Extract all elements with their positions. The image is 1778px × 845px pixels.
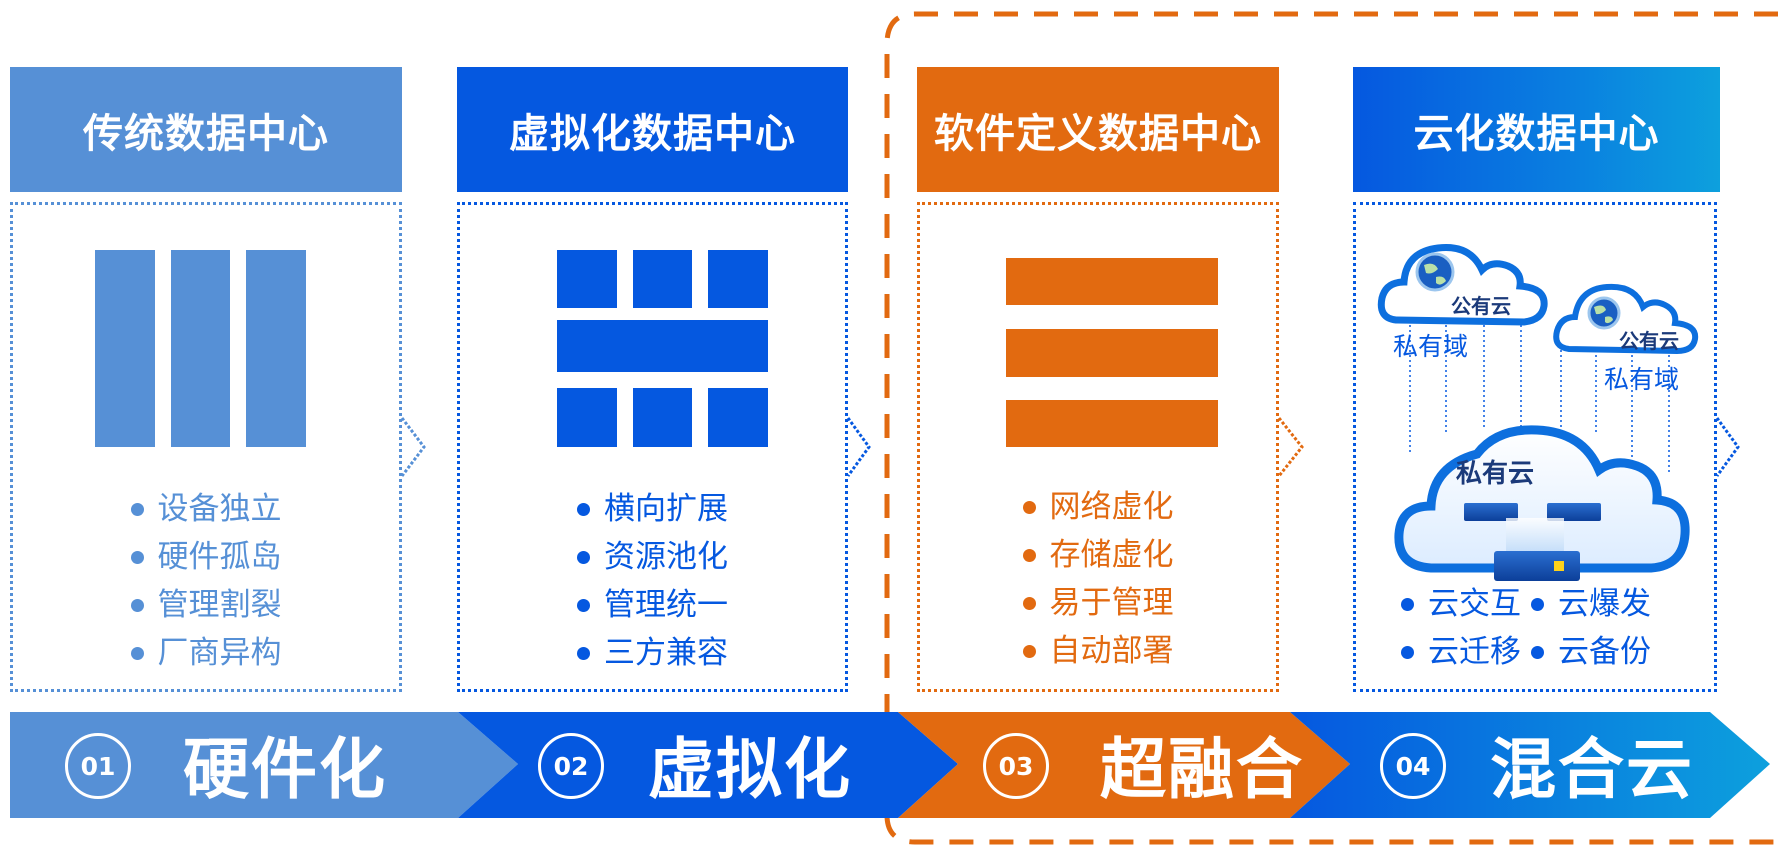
server-beam [1506,518,1564,556]
column-4-header: 云化数据中心 [1353,67,1720,192]
bullet-item: 设备独立 [130,485,282,533]
private-domain-label-2: 私有域 [1604,365,1680,394]
layer-bar-2 [1006,329,1218,377]
column-1-title: 传统数据中心 [83,110,329,157]
pool-block [633,250,692,308]
bullet-item: 网络虚化 [1022,483,1174,531]
isolated-block-1 [95,250,155,447]
stage-3-number: 03 [983,733,1049,799]
column-3-title: 软件定义数据中心 [934,110,1262,157]
private-cloud-icon [1394,425,1690,573]
stage-1-label: 硬件化 [183,731,387,808]
bullet-item: 资源池化 [577,533,728,581]
stage-1-chevron [10,712,518,818]
bullet-item: 管理统一 [577,581,728,629]
bullet-item: 三方兼容 [577,629,728,677]
isolated-block-2 [171,250,230,447]
pool-block [708,250,768,308]
bullet-item: 管理割裂 [130,581,282,629]
pool-block [633,388,692,447]
bullet-item: 存储虚化 [1022,531,1174,579]
bullet-item: 自动部署 [1022,627,1174,675]
bullet-item: 硬件孤岛 [130,533,282,581]
layer-bar-1 [1006,258,1218,305]
data-stream-lines [1409,315,1670,475]
server-icon [1494,551,1580,581]
bullet-item: 云迁移 [1401,628,1531,676]
column-2-panel: 横向扩展 资源池化 管理统一 三方兼容 [457,202,848,692]
private-cloud-label: 私有云 [1456,459,1535,489]
globe-icon [1415,252,1455,292]
column-1-header: 传统数据中心 [10,67,402,192]
column-1-bullets: 设备独立 硬件孤岛 管理割裂 厂商异构 [13,485,399,677]
layer-bar-3 [1006,400,1218,447]
bullet-item: 云爆发 [1531,580,1681,628]
pool-block [557,250,617,308]
column-2-header: 虚拟化数据中心 [457,67,848,192]
column-4-panel: 公有云 私有域 公有云 私有域 私有云 云交互 云爆发 云迁移 云备份 [1353,202,1717,692]
pool-block [708,388,768,447]
bullet-item: 云备份 [1531,628,1681,676]
public-cloud-label-1: 公有云 [1451,294,1511,318]
bullet-item: 厂商异构 [130,629,282,677]
stage-4-number: 04 [1380,733,1446,799]
server-icon [1464,503,1518,521]
column-2-bullets: 横向扩展 资源池化 管理统一 三方兼容 [460,485,845,677]
stage-2-label: 虚拟化 [648,731,852,808]
column-3-panel: 网络虚化 存储虚化 易于管理 自动部署 [917,202,1279,692]
public-cloud-label-2: 公有云 [1619,329,1679,353]
stage-2-number: 02 [538,733,604,799]
bullet-item: 横向扩展 [577,485,728,533]
bullet-item: 易于管理 [1022,579,1174,627]
pool-block [557,388,617,447]
isolated-block-3 [246,250,306,447]
server-icon [1547,503,1601,521]
column-4-title: 云化数据中心 [1413,110,1660,157]
stage-3-label: 超融合 [1100,731,1304,808]
bullet-item: 云交互 [1401,580,1531,628]
private-domain-label-1: 私有域 [1393,332,1469,361]
stage-1-number: 01 [65,733,131,799]
column-3-bullets: 网络虚化 存储虚化 易于管理 自动部署 [920,483,1276,675]
column-1-panel: 设备独立 硬件孤岛 管理割裂 厂商异构 [10,202,402,692]
pool-bar [557,320,768,372]
column-4-bullets: 云交互 云爆发 云迁移 云备份 [1401,580,1701,676]
server-indicator [1554,561,1564,571]
stage-4-label: 混合云 [1490,731,1694,808]
column-2-title: 虚拟化数据中心 [509,110,796,157]
globe-icon [1587,296,1621,330]
column-3-header: 软件定义数据中心 [917,67,1279,192]
